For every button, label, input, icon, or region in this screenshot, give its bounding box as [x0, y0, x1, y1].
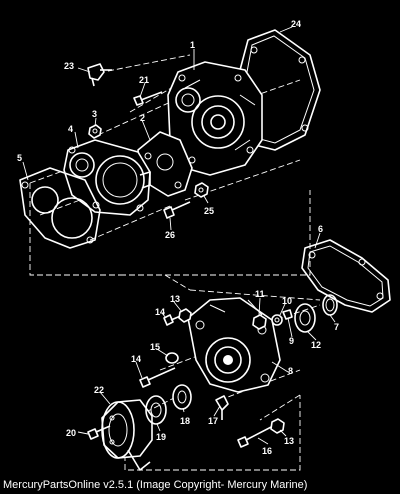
part-7-oring — [322, 294, 338, 316]
part-6-gasket — [301, 239, 391, 313]
callout-10: 10 — [282, 296, 292, 306]
callout-1: 1 — [190, 40, 195, 50]
part-8-pump-body — [187, 297, 281, 393]
callout-24: 24 — [291, 19, 301, 29]
callout-13: 13 — [170, 294, 180, 304]
callout-7: 7 — [334, 322, 339, 332]
part-4-pump-cover — [63, 139, 151, 216]
callout-18: 18 — [180, 416, 190, 426]
part-1-housing — [167, 61, 263, 176]
callout-20: 20 — [66, 428, 76, 438]
part-11-nut — [252, 314, 267, 330]
callout-15: 15 — [150, 342, 160, 352]
part-9-screw — [282, 309, 293, 320]
part-22-drive-hub — [101, 399, 153, 471]
callout-19: 19 — [156, 432, 166, 442]
callout-14: 14 — [155, 307, 165, 317]
exploded-parts-diagram: 1 2 3 4 5 6 7 8 9 10 11 12 13 14 15 16 1… — [17, 19, 391, 471]
callout-3: 3 — [92, 109, 97, 119]
callout-17: 17 — [208, 416, 218, 426]
callout-4: 4 — [68, 124, 73, 134]
part-25-washer — [194, 182, 209, 198]
part-20-screw — [87, 425, 111, 440]
part-13-nut-lower — [270, 418, 285, 434]
part-5-gasket — [19, 167, 101, 249]
callout-8: 8 — [288, 366, 293, 376]
callout-9: 9 — [289, 336, 294, 346]
callout-2: 2 — [140, 113, 145, 123]
callout-5: 5 — [17, 153, 22, 163]
part-19-seal — [145, 395, 167, 425]
part-13-nut-upper — [178, 308, 192, 323]
part-26-screw — [163, 201, 191, 219]
callout-26: 26 — [165, 230, 175, 240]
part-18-bearing — [172, 384, 192, 410]
part-15-washer — [165, 352, 179, 364]
part-23-fitting — [87, 63, 112, 87]
callout-22: 22 — [94, 385, 104, 395]
callout-labels: 1 2 3 4 5 6 7 8 9 10 11 12 13 14 15 16 1… — [17, 19, 339, 456]
part-14-screw-lower — [139, 367, 176, 388]
callout-25: 25 — [204, 206, 214, 216]
leader-lines — [22, 26, 336, 445]
part-10-washer — [271, 314, 283, 326]
callout-11: 11 — [255, 289, 265, 299]
part-3-nut — [88, 124, 102, 139]
callout-13b: 13 — [284, 436, 294, 446]
callout-21: 21 — [139, 75, 149, 85]
callout-16: 16 — [262, 446, 272, 456]
part-12-seal — [294, 303, 316, 333]
callout-23: 23 — [64, 61, 74, 71]
image-copyright-footer: MercuryPartsOnline v2.5.1 (Image Copyrig… — [3, 479, 308, 491]
callout-14b: 14 — [131, 354, 141, 364]
part-21-screw — [133, 91, 163, 106]
part-16-screw — [237, 424, 276, 448]
callout-6: 6 — [318, 224, 323, 234]
callout-12: 12 — [311, 340, 321, 350]
